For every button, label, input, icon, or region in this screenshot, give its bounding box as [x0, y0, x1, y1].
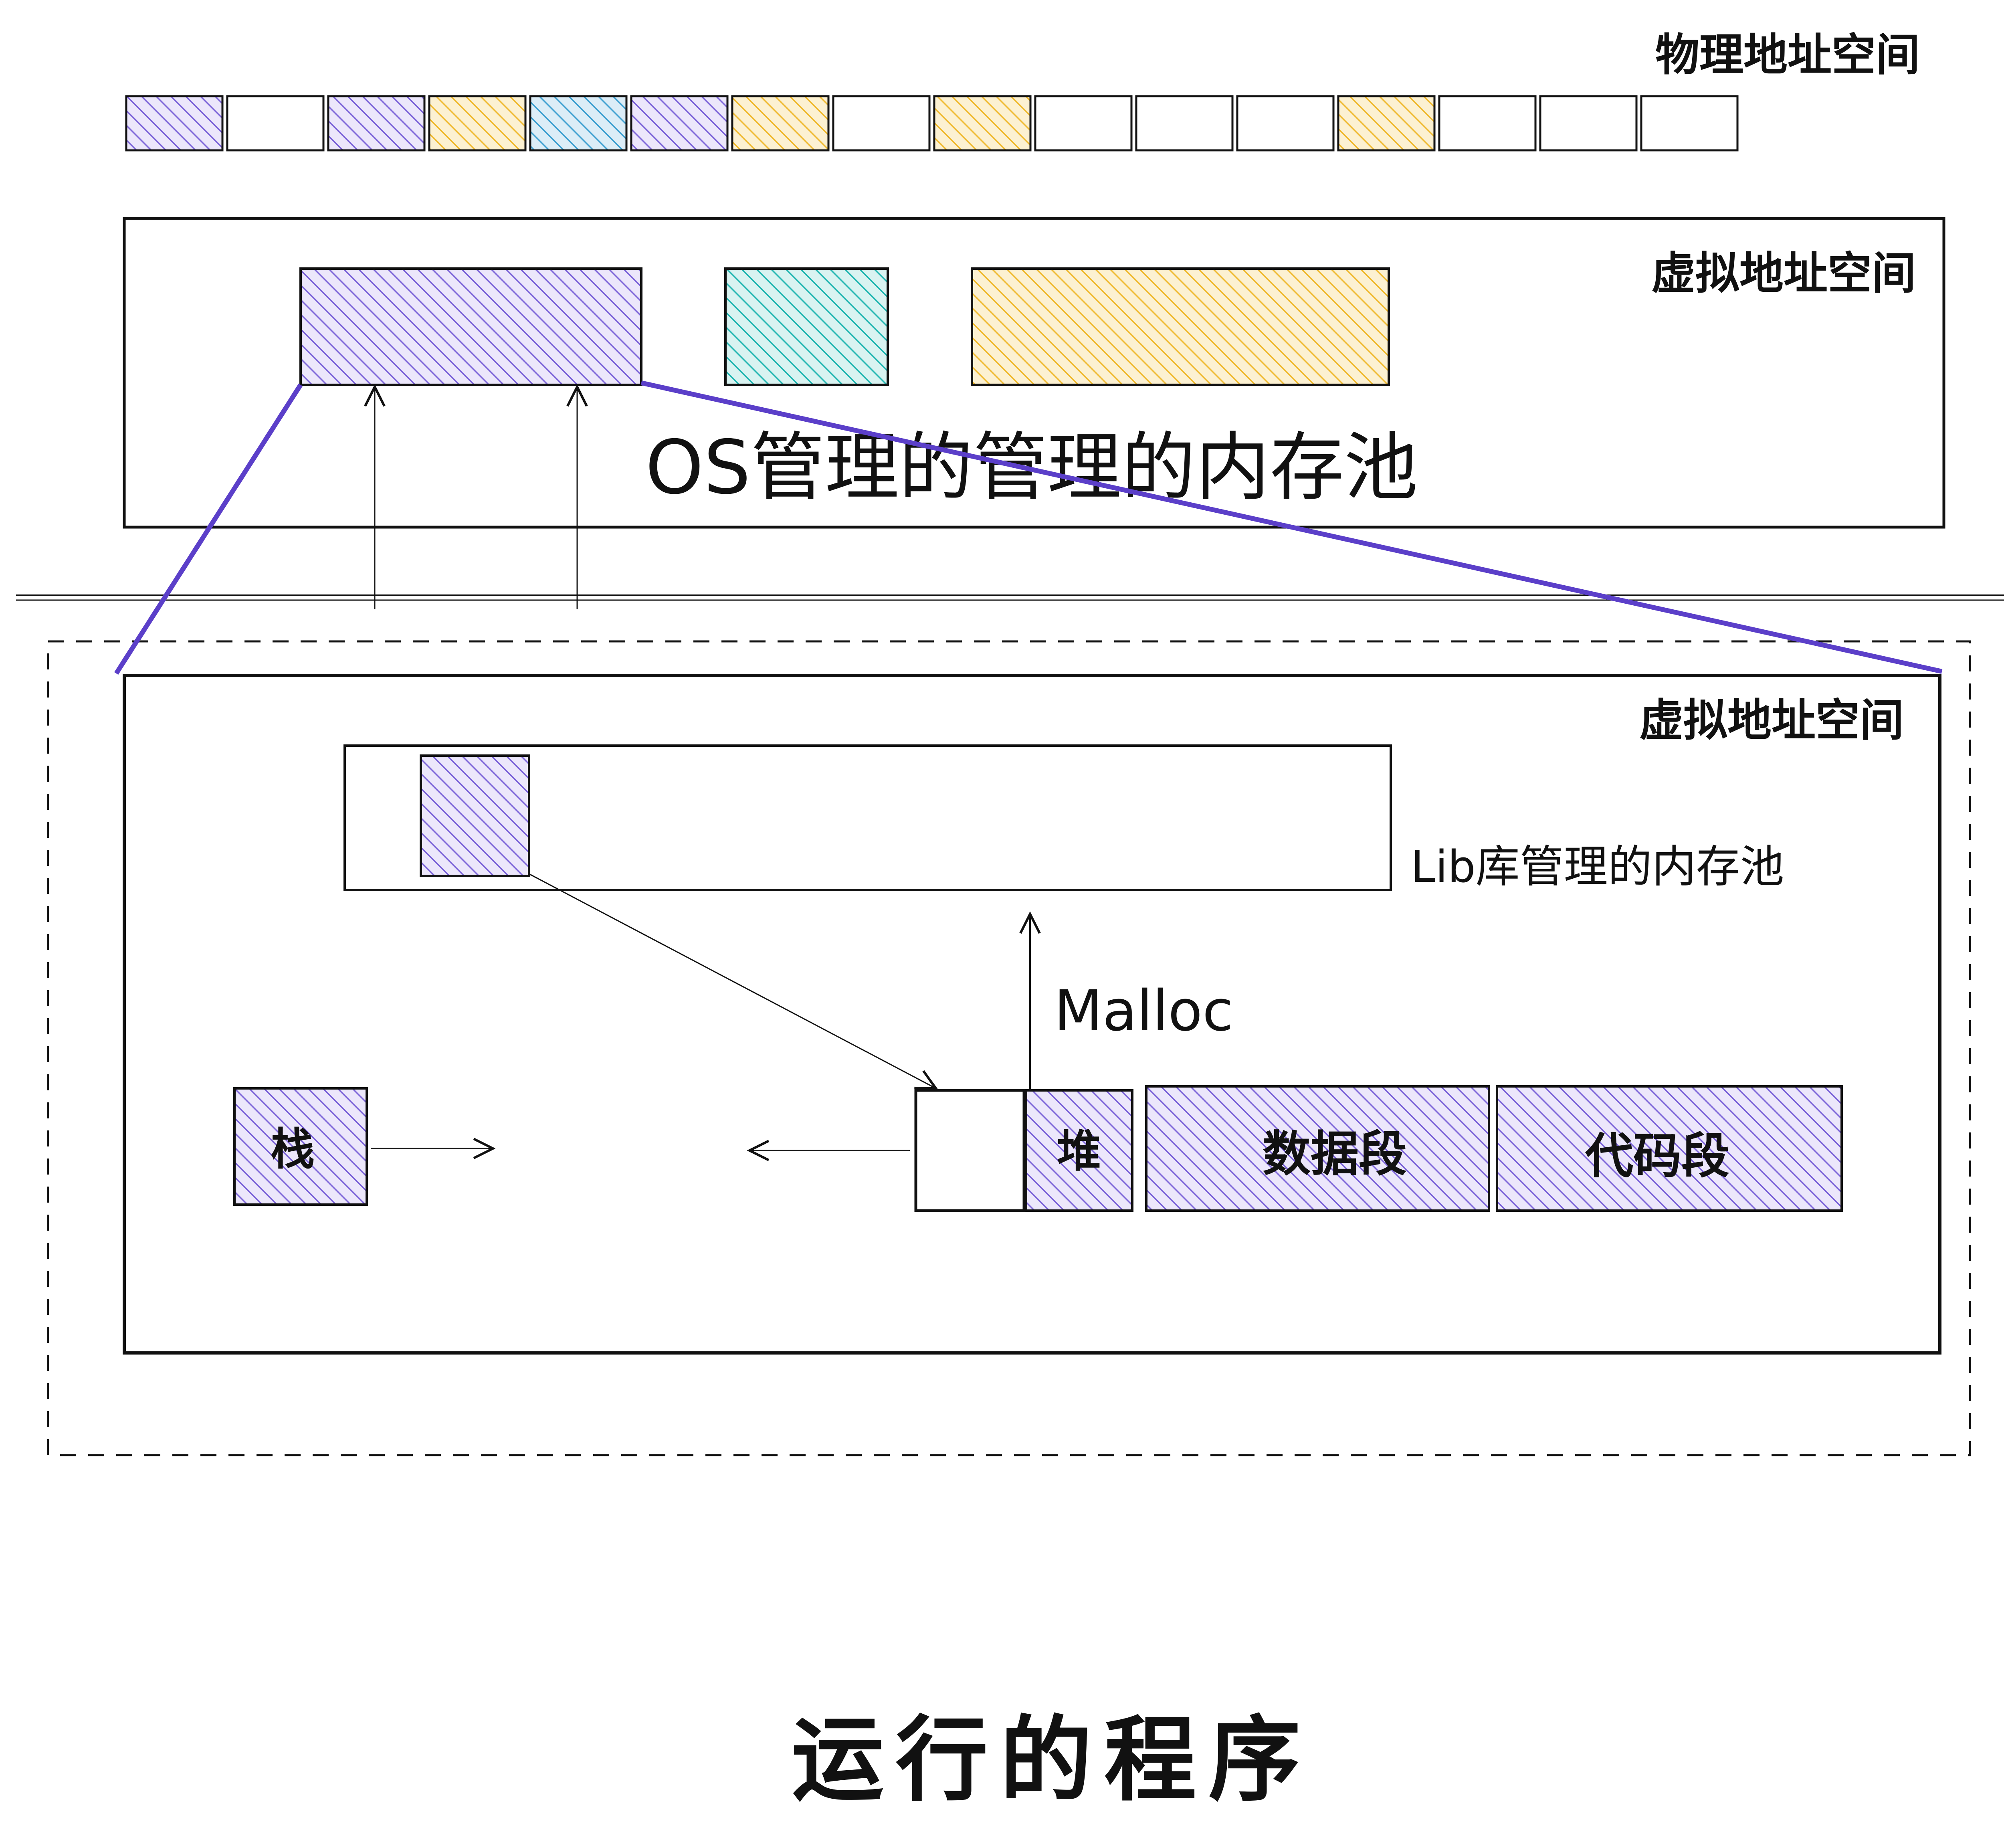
- physical-page-empty: [1438, 95, 1537, 152]
- chunk-to-heap-arrow: [529, 873, 936, 1088]
- physical-page-purple: [125, 95, 224, 152]
- physical-space-label: 物理地址空间: [1655, 29, 1920, 81]
- physical-page-yellow: [933, 95, 1032, 152]
- os-region-teal: [724, 267, 889, 386]
- physical-page-empty: [1236, 95, 1335, 152]
- os-virtual-space-label: 虚拟地址空间: [1651, 248, 1916, 299]
- physical-page-strip: [125, 95, 1739, 152]
- code-segment-label: 代码段: [1585, 1128, 1729, 1184]
- lib-pool-chunk: [420, 754, 530, 877]
- heap-free-block: [914, 1089, 1026, 1212]
- data-segment-block: [1145, 1085, 1490, 1212]
- physical-page-empty: [1034, 95, 1133, 152]
- physical-page-empty: [226, 95, 325, 152]
- stack-block: [233, 1087, 368, 1206]
- lib-pool-label: Lib库管理的内存池: [1411, 841, 1784, 892]
- os-virtual-space-box: [123, 217, 1945, 529]
- physical-page-empty: [1640, 95, 1739, 152]
- process-virtual-space-box: [123, 674, 1941, 1355]
- process-virtual-space-label: 虚拟地址空间: [1639, 695, 1904, 746]
- physical-page-empty: [1539, 95, 1638, 152]
- running-program-box: [47, 640, 1971, 1456]
- data-segment-label: 数据段: [1263, 1126, 1407, 1182]
- physical-page-yellow: [1337, 95, 1436, 152]
- os-region-yellow: [971, 267, 1390, 386]
- malloc-label: Malloc: [1054, 979, 1233, 1044]
- os-region-purple: [299, 267, 642, 386]
- connector-line-right: [640, 380, 1943, 674]
- heap-label: 堆: [1057, 1126, 1101, 1177]
- physical-page-yellow: [731, 95, 830, 152]
- physical-page-purple: [630, 95, 729, 152]
- physical-page-blue: [529, 95, 628, 152]
- physical-page-purple: [327, 95, 426, 152]
- connector-line-left: [114, 383, 303, 675]
- stack-label: 栈: [271, 1124, 315, 1175]
- running-program-caption: 运行的程序: [792, 1707, 1313, 1814]
- physical-page-empty: [832, 95, 931, 152]
- code-segment-block: [1496, 1085, 1843, 1212]
- physical-page-yellow: [428, 95, 527, 152]
- heap-block: [1025, 1089, 1133, 1212]
- physical-page-empty: [1135, 95, 1234, 152]
